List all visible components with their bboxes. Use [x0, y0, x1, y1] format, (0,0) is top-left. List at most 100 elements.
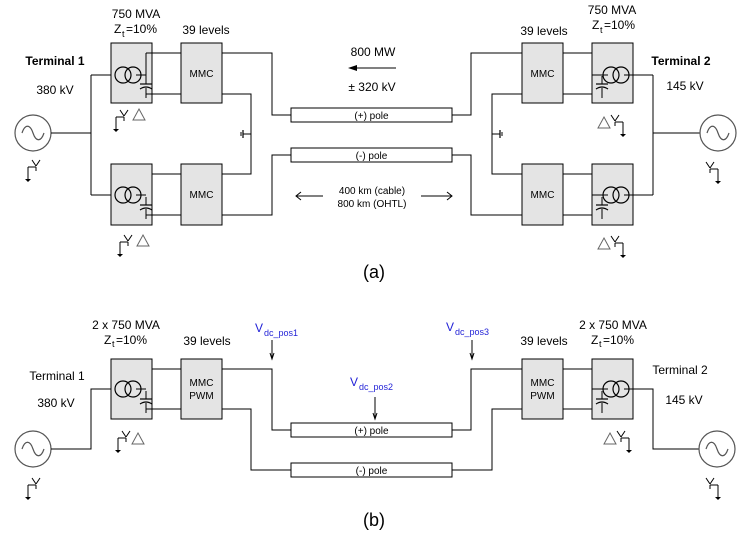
length-cable-label: 400 km (cable) [339, 186, 405, 197]
right-transformer-impedance-value: =10% [604, 18, 635, 32]
right-mmc-pwm-box [521, 358, 564, 420]
terminal1-name: Terminal 1 [29, 369, 85, 383]
wire-neg-right [452, 154, 522, 216]
wire-pos-right [452, 52, 522, 116]
ac-source-1-icon [14, 430, 52, 468]
left-top-mmc-box [180, 42, 223, 104]
right-top-transformer-box [591, 42, 634, 104]
delta-icon [597, 116, 611, 129]
left-transformer-rating: 2 x 750 MVA [92, 318, 160, 332]
right-transformer-impedance-sub: t [599, 339, 602, 349]
neg-pole-label: (-) pole [356, 151, 388, 162]
probe-subscript: dc_pos3 [455, 327, 489, 337]
left-transformer-impedance-value: =10% [126, 22, 157, 36]
right-top-mmc-label: MMC [531, 69, 555, 80]
terminal2-voltage: 145 kV [665, 393, 702, 407]
right-mmc-label: MMC [531, 378, 555, 389]
right-transformer-impedance-symbol: Z [591, 333, 598, 347]
wire-neg-left [222, 154, 291, 216]
grounded-wye-icon [116, 234, 133, 258]
probe-vdc-pos3: V dc_pos3 [446, 320, 489, 361]
wire-pos-left [222, 368, 291, 431]
grounded-wye-icon [610, 235, 627, 259]
dc-voltage-label: ± 320 kV [348, 80, 395, 94]
neg-pole-label: (-) pole [356, 466, 388, 477]
left-top-mmc-label: MMC [190, 69, 214, 80]
right-transformer-rating: 2 x 750 MVA [579, 318, 647, 332]
caption-b: (b) [363, 510, 385, 530]
left-transformer-impedance-value: =10% [116, 333, 147, 347]
arrowhead-right-icon [446, 191, 453, 201]
caption-a: (a) [363, 262, 385, 282]
terminal1-voltage: 380 kV [37, 396, 74, 410]
wire [51, 388, 118, 450]
left-transformer-rating: 750 MVA [112, 7, 160, 21]
probe-vdc-pos2: V dc_pos2 [350, 375, 393, 421]
delta-icon [603, 432, 617, 445]
power-label: 800 MW [351, 45, 396, 59]
right-transformer-impedance-sub: t [600, 25, 603, 35]
grounded-wye-icon [705, 161, 722, 185]
grounded-wye-icon [24, 159, 41, 183]
arrowhead-left-icon [295, 191, 302, 201]
right-bottom-mmc-label: MMC [531, 190, 555, 201]
probe-subscript: dc_pos2 [359, 382, 393, 392]
right-converter-levels: 39 levels [520, 24, 567, 38]
probe-symbol: V [446, 320, 454, 334]
left-transformer-impedance-symbol: Z [104, 333, 111, 347]
wire-pos-left [222, 52, 291, 116]
left-bottom-mmc-box [180, 163, 223, 226]
delta-icon [132, 108, 146, 121]
diagram-b: Terminal 1 380 kV 2 x 750 MVA Z t =10% 3… [14, 318, 736, 530]
probe-arrow-icon [469, 352, 475, 361]
left-top-transformer-box [110, 42, 153, 104]
ac-source-2-icon [698, 430, 736, 468]
grounded-wye-icon [114, 430, 131, 454]
terminal2-name: Terminal 2 [651, 54, 710, 68]
wire-neg-right [452, 408, 522, 471]
right-transformer-impedance-value: =10% [603, 333, 634, 347]
left-converter-levels: 39 levels [182, 23, 229, 37]
probe-arrow-icon [372, 412, 378, 421]
probe-arrow-icon [269, 352, 275, 361]
grounded-wye-icon [616, 430, 633, 454]
probe-vdc-pos1: V dc_pos1 [255, 321, 298, 361]
ground-icon [240, 129, 252, 139]
grounded-wye-icon [705, 477, 722, 501]
right-bottom-mmc-box [521, 163, 564, 226]
ac-source-2-icon [699, 114, 737, 152]
right-transformer-rating: 750 MVA [588, 3, 636, 17]
length-ohtl-label: 800 km (OHTL) [338, 199, 407, 210]
terminal1-name: Terminal 1 [25, 54, 84, 68]
right-top-mmc-box [521, 42, 564, 104]
delta-icon [597, 237, 611, 250]
left-transformer-impedance-sub: t [112, 339, 115, 349]
pos-pole-label: (+) pole [354, 426, 389, 437]
probe-subscript: dc_pos1 [264, 328, 298, 338]
terminal2-voltage: 145 kV [666, 79, 703, 93]
terminal1-voltage: 380 kV [36, 83, 73, 97]
right-pwm-label: PWM [530, 391, 554, 402]
ac-source-1-icon [14, 114, 52, 152]
probe-symbol: V [255, 321, 263, 335]
grounded-wye-icon [610, 114, 627, 138]
wire-pos-right [452, 368, 522, 431]
left-pwm-label: PWM [189, 391, 213, 402]
wire-neg-left [222, 408, 291, 471]
right-transformer-impedance-symbol: Z [592, 18, 599, 32]
delta-icon [136, 234, 150, 247]
probe-symbol: V [350, 375, 358, 389]
left-transformer-impedance-symbol: Z [114, 22, 121, 36]
left-mmc-label: MMC [190, 378, 214, 389]
grounded-wye-icon [24, 477, 41, 501]
left-transformer-impedance-sub: t [122, 29, 125, 39]
right-converter-levels: 39 levels [520, 334, 567, 348]
pos-pole-label: (+) pole [354, 111, 389, 122]
left-converter-levels: 39 levels [183, 334, 230, 348]
left-bottom-mmc-label: MMC [190, 190, 214, 201]
grounded-wye-icon [112, 109, 129, 133]
delta-icon [131, 432, 145, 445]
ground-icon [491, 129, 503, 139]
left-mmc-pwm-box [180, 358, 223, 420]
